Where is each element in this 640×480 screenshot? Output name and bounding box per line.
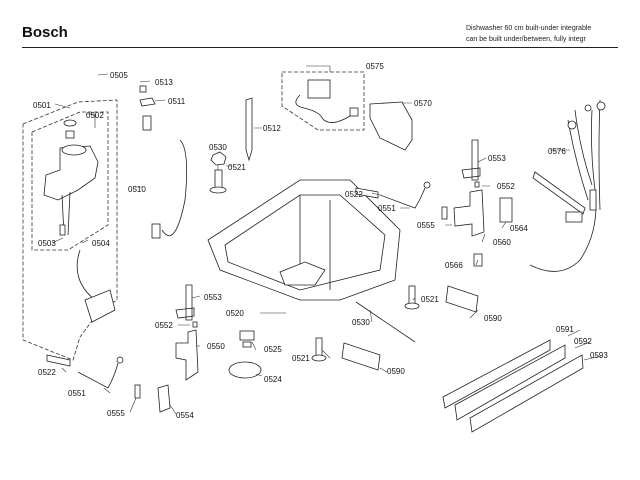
label-0592: 0592 xyxy=(574,337,592,346)
clamp-0511 xyxy=(139,97,156,107)
label-0591: 0591 xyxy=(556,325,574,334)
label-0502: 0502 xyxy=(86,111,104,120)
panel-0590-mid xyxy=(341,342,381,371)
label-0552-right: 0552 xyxy=(497,182,515,191)
screw-0521-mid xyxy=(315,337,323,357)
description-line-2: can be built under/between, fully integr xyxy=(466,36,586,43)
wire-harness-0576 xyxy=(529,99,601,272)
description-line-1: Dishwasher 60 cm built-under integrable xyxy=(466,25,592,32)
panel-0590-right xyxy=(445,285,479,313)
group-outline-0575 xyxy=(281,71,365,131)
label-0530-top: 0530 xyxy=(209,143,227,152)
connector-0503 xyxy=(59,224,66,236)
label-0551-left: 0551 xyxy=(68,389,86,398)
label-0593: 0593 xyxy=(590,351,608,360)
label-0511: 0511 xyxy=(168,97,186,106)
clip-0555-right xyxy=(441,206,448,220)
model-description: Dishwasher 60 cm built-under integrable … xyxy=(466,23,591,45)
spring-0522-mid xyxy=(355,187,379,199)
disc-0524 xyxy=(228,361,262,379)
label-0552-left: 0552 xyxy=(155,321,173,330)
label-0512: 0512 xyxy=(263,124,281,133)
label-0555-right: 0555 xyxy=(417,221,435,230)
label-0521-mid: 0521 xyxy=(292,354,310,363)
bracket-0560 xyxy=(453,189,485,237)
plinth-0593 xyxy=(469,354,584,433)
label-0560: 0560 xyxy=(493,238,511,247)
plinth-0592 xyxy=(454,344,566,421)
label-0575: 0575 xyxy=(366,62,384,71)
float-pin-0512 xyxy=(245,97,253,162)
plinth-0591 xyxy=(442,339,551,409)
label-0522-mid: 0522 xyxy=(345,190,363,199)
label-0525: 0525 xyxy=(264,345,282,354)
bracket-0553-right xyxy=(461,139,481,181)
label-0553-left: 0553 xyxy=(204,293,222,302)
screw-0521-top xyxy=(214,169,223,189)
brand-title: Bosch xyxy=(22,24,68,41)
connector-0564 xyxy=(499,197,513,223)
bracket-0550 xyxy=(175,329,199,381)
pump-0575 xyxy=(307,79,331,99)
label-0520: 0520 xyxy=(226,309,244,318)
sensor-0525 xyxy=(239,330,255,341)
group-outline-0504 xyxy=(31,111,109,251)
label-0505: 0505 xyxy=(110,71,128,80)
label-0503: 0503 xyxy=(38,239,56,248)
washer-0502 xyxy=(63,119,77,127)
label-0521-top: 0521 xyxy=(228,163,246,172)
label-0590-mid: 0590 xyxy=(387,367,405,376)
label-0576: 0576 xyxy=(548,147,566,156)
nut-0502 xyxy=(65,130,75,139)
label-0510: 0510 xyxy=(128,185,146,194)
cable-0551-mid xyxy=(379,187,426,209)
label-0566: 0566 xyxy=(445,261,463,270)
rod-0530 xyxy=(355,301,416,343)
label-0554: 0554 xyxy=(176,411,194,420)
cable-0551-left xyxy=(77,362,119,389)
label-0553-right: 0553 xyxy=(488,154,506,163)
nozzle-0513 xyxy=(139,85,147,93)
label-0513: 0513 xyxy=(155,78,173,87)
label-0570: 0570 xyxy=(414,99,432,108)
label-0550: 0550 xyxy=(207,342,225,351)
bracket-0554 xyxy=(157,384,171,413)
valve-body xyxy=(43,145,99,201)
header-divider xyxy=(22,47,618,48)
label-0504: 0504 xyxy=(92,239,110,248)
clip-0552-right xyxy=(474,181,480,188)
control-module-0570 xyxy=(369,101,413,151)
label-0555-left: 0555 xyxy=(107,409,125,418)
clip-0552-left xyxy=(192,321,198,328)
plug-0504 xyxy=(84,289,116,323)
label-0524: 0524 xyxy=(264,375,282,384)
label-0530-mid: 0530 xyxy=(352,318,370,327)
label-0501: 0501 xyxy=(33,101,51,110)
clip-0555-left xyxy=(134,384,141,399)
label-0564: 0564 xyxy=(510,224,528,233)
label-0551-mid: 0551 xyxy=(378,204,396,213)
spring-0522-left xyxy=(46,354,71,367)
nut-0530 xyxy=(210,151,227,166)
base-tub-0520 xyxy=(207,179,401,301)
label-0590-right: 0590 xyxy=(484,314,502,323)
bracket-0553-left xyxy=(175,284,195,321)
screw-0521-right xyxy=(408,285,416,305)
group-outline-0501 xyxy=(22,99,118,361)
hose-0510 xyxy=(145,124,188,237)
label-0522-left: 0522 xyxy=(38,368,56,377)
label-0521-right: 0521 xyxy=(421,295,439,304)
